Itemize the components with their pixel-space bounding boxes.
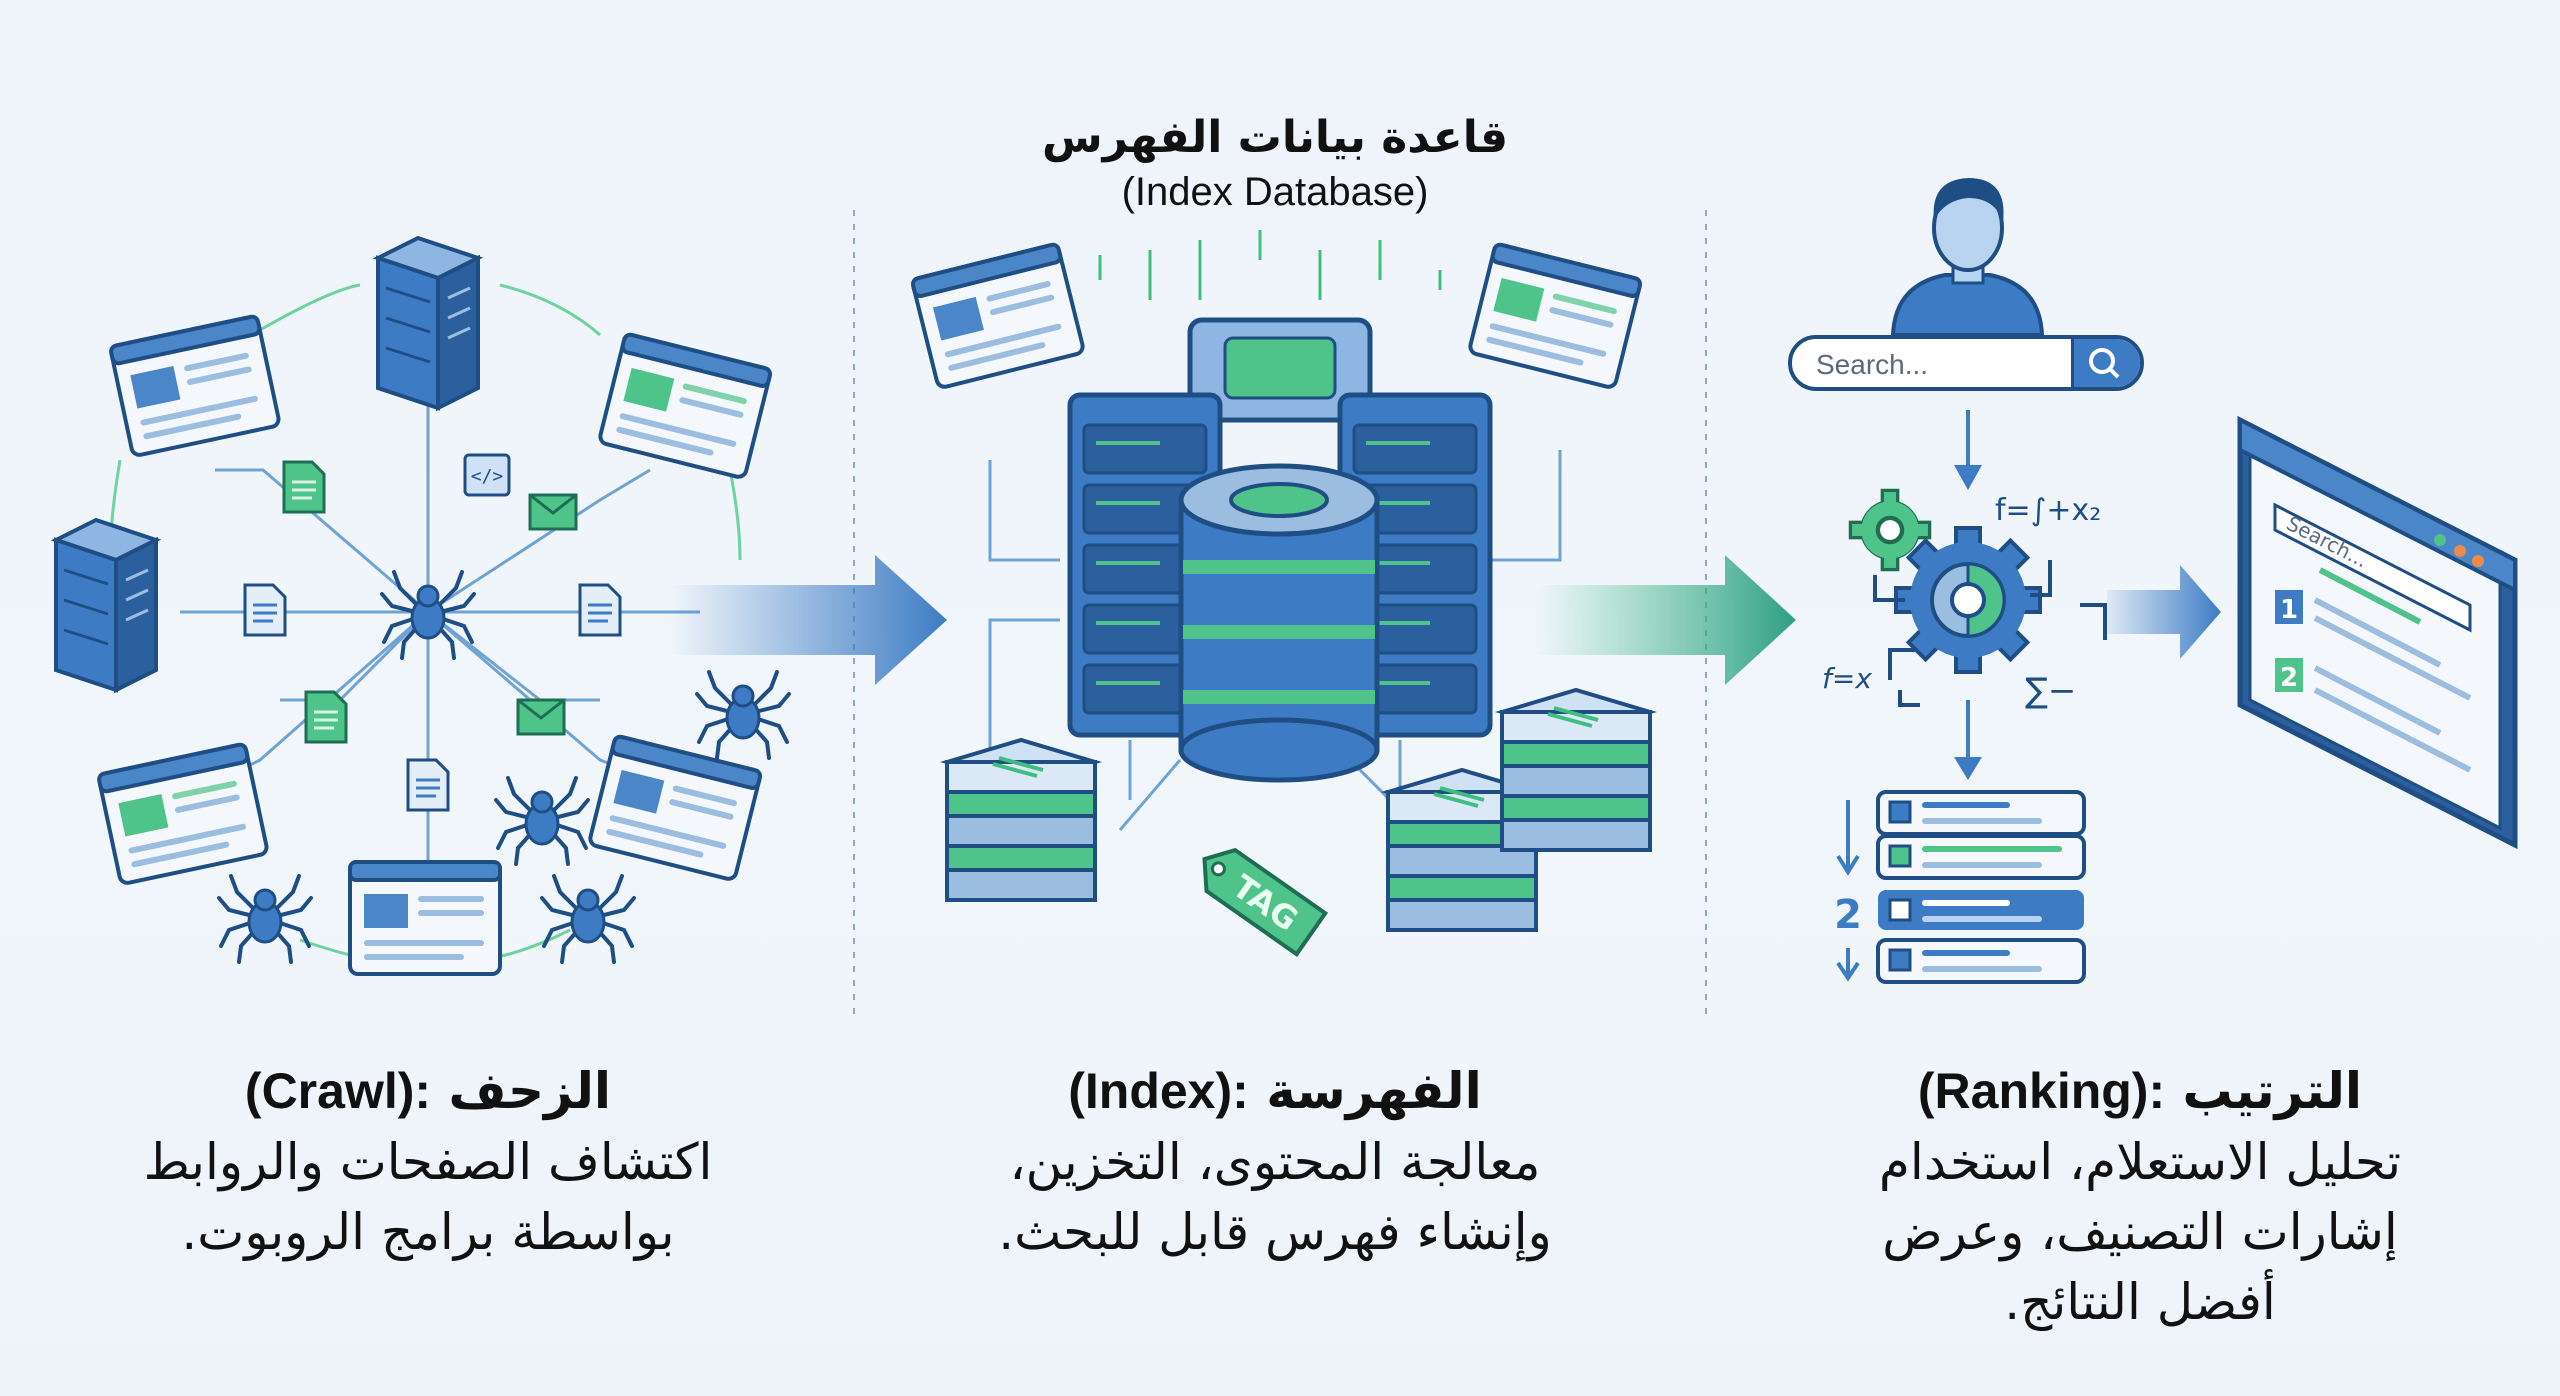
server-icon xyxy=(54,518,158,692)
web-page-icon xyxy=(586,733,764,883)
search-button[interactable] xyxy=(2071,339,2140,387)
document-icon xyxy=(243,583,287,637)
web-page-icon xyxy=(107,313,283,459)
section-title: الفهرسة (Index): xyxy=(895,1055,1655,1127)
index-database-title-en: (Index Database) xyxy=(1121,170,1429,214)
data-stack-icon xyxy=(945,738,1097,902)
index-illustration: TAG xyxy=(909,230,1652,957)
tag-icon: TAG xyxy=(1202,847,1329,957)
index-page-icon xyxy=(1466,241,1644,391)
web-page-icon xyxy=(95,741,271,887)
title-ar: الترتيب xyxy=(2182,1062,2363,1120)
ranking-gear-icon xyxy=(1896,528,2040,672)
database-cylinder-icon xyxy=(1178,463,1380,783)
ranking-illustration: f=∫+x₂ f=x ∑− 2 Search... 1 xyxy=(1822,178,2518,984)
formula-text: f=x xyxy=(1822,662,1872,695)
section-crawl: الزحف (Crawl): اكتشاف الصفحات والروابط ب… xyxy=(48,1055,808,1267)
document-icon xyxy=(578,583,622,637)
index-database-title-ar: قاعدة بيانات الفهرس xyxy=(1041,112,1509,163)
user-avatar-icon xyxy=(1890,178,2045,337)
flow-arrow-crawl-to-index xyxy=(670,555,947,685)
section-ranking: الترتيب (Ranking): تحليل الاستعلام، استخ… xyxy=(1760,1055,2520,1337)
formula-brackets xyxy=(1873,560,2107,707)
title-ar: الفهرسة xyxy=(1266,1062,1482,1120)
description-line: إشارات التصنيف، وعرض xyxy=(1882,1203,2398,1261)
search-input[interactable] xyxy=(1814,345,2058,385)
spider-icon xyxy=(695,670,791,760)
web-page-icon xyxy=(596,331,774,481)
crawl-orbit-lines xyxy=(108,283,742,962)
envelope-icon xyxy=(516,698,566,736)
code-icon: </> xyxy=(463,453,511,497)
section-title: الترتيب (Ranking): xyxy=(1760,1055,2520,1127)
data-lines xyxy=(1098,230,1442,300)
data-stack-icon xyxy=(1500,688,1652,852)
formula-text: f=∫+x₂ xyxy=(1995,493,2101,528)
spider-icon xyxy=(540,874,636,964)
server-icon xyxy=(376,236,480,410)
section-index: الفهرسة (Index): معالجة المحتوى، التخزين… xyxy=(895,1055,1655,1267)
search-icon xyxy=(2089,348,2120,379)
svg-text:</>: </> xyxy=(471,466,504,487)
title-en: (Ranking): xyxy=(1917,1063,2166,1119)
title-en: (Crawl): xyxy=(244,1063,432,1119)
search-bar[interactable] xyxy=(1788,335,2144,391)
envelope-icon xyxy=(528,493,578,531)
crawl-illustration: </> xyxy=(54,236,791,976)
description-line: أفضل النتائج. xyxy=(2004,1273,2276,1331)
ranked-list: 2 xyxy=(1834,790,2086,984)
index-page-icon xyxy=(909,241,1087,391)
search-results-page: Search... 1 2 xyxy=(2237,415,2518,850)
results-arrow-head xyxy=(1954,757,1982,780)
section-title: الزحف (Crawl): xyxy=(48,1055,808,1127)
back-server xyxy=(1187,317,1373,423)
flow-arrow-index-to-ranking xyxy=(1535,555,1796,685)
result-rank-2: 2 xyxy=(2280,663,2298,693)
query-arrow-head xyxy=(1954,465,1982,490)
small-gear-icon xyxy=(1848,488,1932,572)
web-page-icon xyxy=(348,860,502,976)
description-line: وإنشاء فهرس قابل للبحث. xyxy=(998,1203,1552,1261)
title-en: (Index): xyxy=(1068,1063,1249,1119)
formula-text: ∑− xyxy=(2025,671,2076,711)
document-icon xyxy=(406,758,450,812)
flow-arrow-to-results xyxy=(2107,565,2221,659)
spider-icon xyxy=(494,776,590,866)
description-line: اكتشاف الصفحات والروابط xyxy=(143,1133,713,1191)
description-line: معالجة المحتوى، التخزين، xyxy=(1009,1133,1541,1191)
list-rank-number: 2 xyxy=(1834,892,1862,938)
spider-icon xyxy=(217,874,313,964)
connector-lines xyxy=(988,450,1562,832)
result-rank-1: 1 xyxy=(2280,595,2298,625)
document-icon xyxy=(304,690,348,744)
document-icon xyxy=(282,460,326,514)
description-line: تحليل الاستعلام، استخدام xyxy=(1878,1133,2402,1191)
title-ar: الزحف xyxy=(448,1062,612,1120)
description-line: بواسطة برامج الروبوت. xyxy=(181,1203,675,1261)
